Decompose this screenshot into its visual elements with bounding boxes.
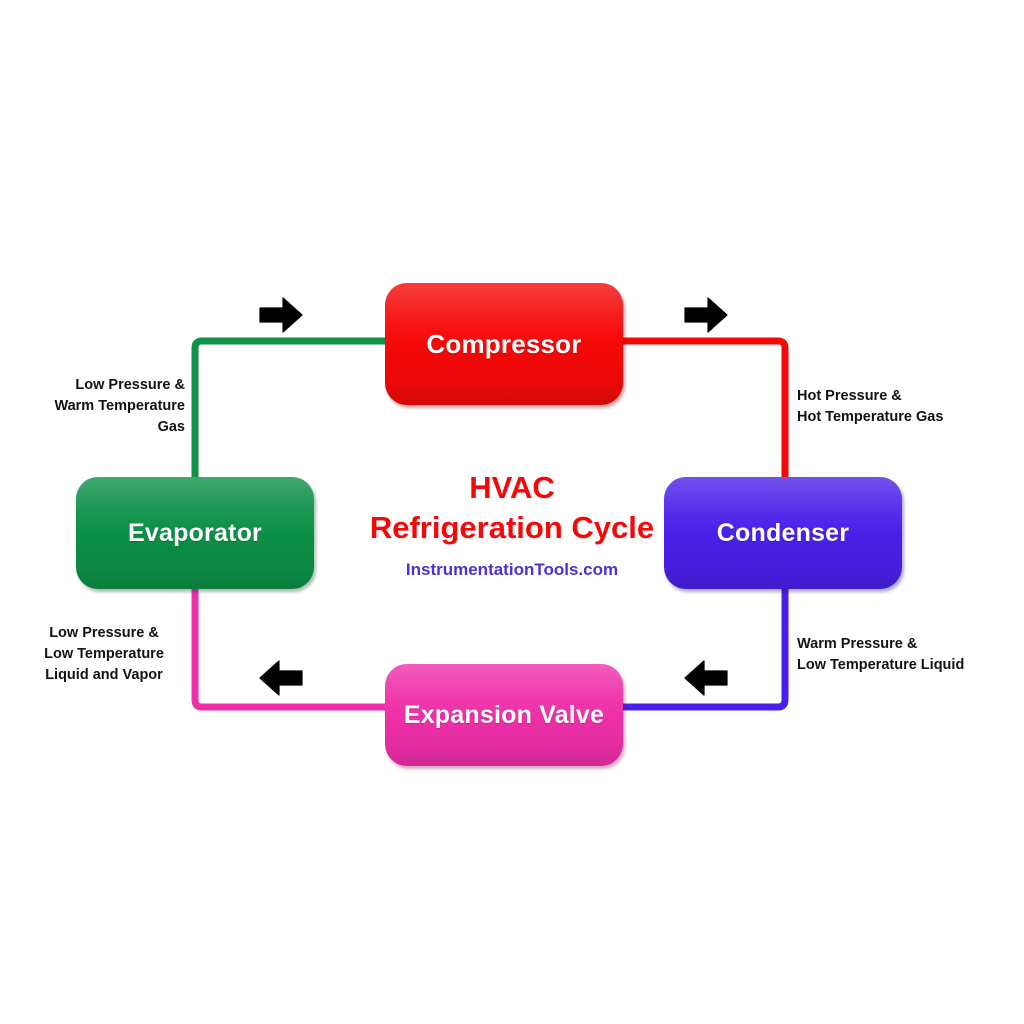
line-expansion-to-evaporator	[191, 584, 390, 711]
arrow-left-icon	[684, 660, 728, 696]
line-condenser-to-expansion	[618, 584, 789, 711]
condenser-block[interactable]: Condenser	[664, 477, 902, 589]
annotation-compressor-to-condenser: Hot Pressure & Hot Temperature Gas	[797, 388, 944, 425]
line-evaporator-to-compressor	[191, 337, 390, 482]
compressor-block[interactable]: Compressor	[385, 283, 623, 405]
compressor-label: Compressor	[426, 328, 582, 359]
title-line-1: HVAC	[469, 470, 555, 505]
arrow-right-icon	[259, 297, 303, 333]
diagram-title: HVAC Refrigeration Cycle Instrumentation…	[312, 468, 712, 580]
annotation-expansion-to-evaporator: Low Pressure & Low Temperature Liquid an…	[44, 625, 164, 683]
expansion-valve-label: Expansion Valve	[403, 700, 605, 729]
evaporator-block[interactable]: Evaporator	[76, 477, 314, 589]
arrow-left-icon	[259, 660, 303, 696]
condenser-label: Condenser	[716, 518, 850, 547]
line-compressor-to-condenser	[618, 337, 789, 483]
source-website-label: InstrumentationTools.com	[405, 560, 619, 579]
expansion-valve-block[interactable]: Expansion Valve	[385, 664, 623, 766]
annotation-evaporator-to-compressor: Low Pressure & Warm Temperature Gas	[54, 377, 185, 435]
arrow-right-icon	[684, 297, 728, 333]
evaporator-label: Evaporator	[128, 518, 262, 547]
annotation-condenser-to-expansion: Warm Pressure & Low Temperature Liquid	[797, 636, 965, 673]
title-line-2: Refrigeration Cycle	[369, 510, 655, 545]
